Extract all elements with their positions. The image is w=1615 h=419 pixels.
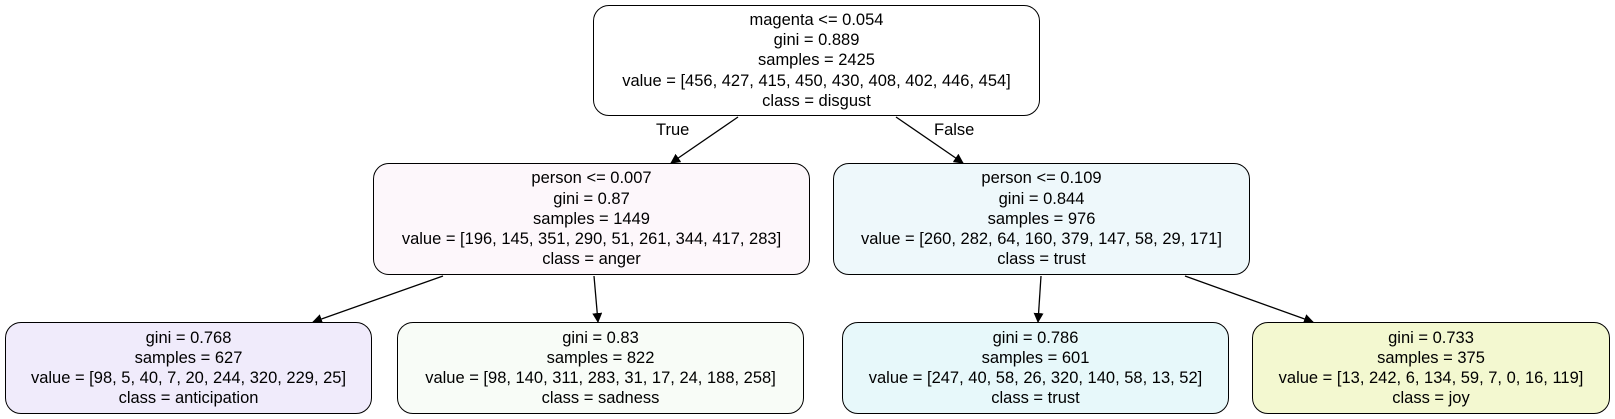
leaf-node-trust: gini = 0.786 samples = 601 value = [247,… [842,322,1229,414]
samples-count: samples = 2425 [758,51,875,70]
predicted-class: class = anticipation [118,389,259,408]
gini-value: gini = 0.83 [562,328,639,347]
predicted-class: class = disgust [762,91,871,110]
samples-count: samples = 375 [1377,348,1485,367]
predicted-class: class = anger [542,250,641,269]
edge-left-to-leaf-2 [592,275,603,323]
left-split-node: person <= 0.007 gini = 0.87 samples = 14… [373,163,810,275]
edge-root-to-left [670,116,739,164]
gini-value: gini = 0.786 [992,328,1079,347]
leaf-node-anticipation: gini = 0.768 samples = 627 value = [98, … [5,322,372,414]
edge-right-to-leaf-4 [1184,275,1314,324]
predicted-class: class = trust [997,250,1086,269]
edge-root-to-right [895,116,964,164]
samples-count: samples = 822 [546,348,655,367]
split-condition: person <= 0.109 [981,169,1102,188]
class-distribution: value = [98, 5, 40, 7, 20, 244, 320, 229… [30,369,347,387]
split-condition: magenta <= 0.054 [749,10,884,29]
class-distribution: value = [260, 282, 64, 160, 379, 147, 58… [860,230,1222,249]
samples-count: samples = 601 [981,348,1090,367]
leaf-node-sadness: gini = 0.83 samples = 822 value = [98, 1… [397,322,804,414]
right-split-node: person <= 0.109 gini = 0.844 samples = 9… [833,163,1250,275]
class-distribution: value = [456, 427, 415, 450, 430, 408, 4… [622,71,1011,90]
gini-value: gini = 0.733 [1388,328,1474,347]
class-distribution: value = [98, 140, 311, 283, 31, 17, 24, … [425,369,776,387]
class-distribution: value = [196, 145, 351, 290, 51, 261, 34… [401,230,782,249]
leaf-node-joy: gini = 0.733 samples = 375 value = [13, … [1252,322,1610,414]
class-distribution: value = [247, 40, 58, 26, 320, 140, 58, … [868,369,1203,387]
gini-value: gini = 0.768 [145,328,232,347]
class-distribution: value = [13, 242, 6, 134, 59, 7, 0, 16, … [1278,369,1584,387]
predicted-class: class = trust [991,389,1080,408]
gini-value: gini = 0.87 [553,189,630,208]
samples-count: samples = 1449 [533,209,650,228]
split-condition: person <= 0.007 [531,169,652,188]
edge-left-to-leaf-1 [312,275,444,324]
edge-label-true: True [656,121,690,139]
predicted-class: class = sadness [541,389,660,408]
samples-count: samples = 976 [987,209,1096,228]
predicted-class: class = joy [1392,389,1470,408]
gini-value: gini = 0.844 [998,189,1085,208]
root-node: magenta <= 0.054 gini = 0.889 samples = … [593,5,1040,116]
samples-count: samples = 627 [134,348,243,367]
edge-right-to-leaf-3 [1033,275,1044,323]
gini-value: gini = 0.889 [773,31,860,50]
edge-label-false: False [934,121,975,139]
